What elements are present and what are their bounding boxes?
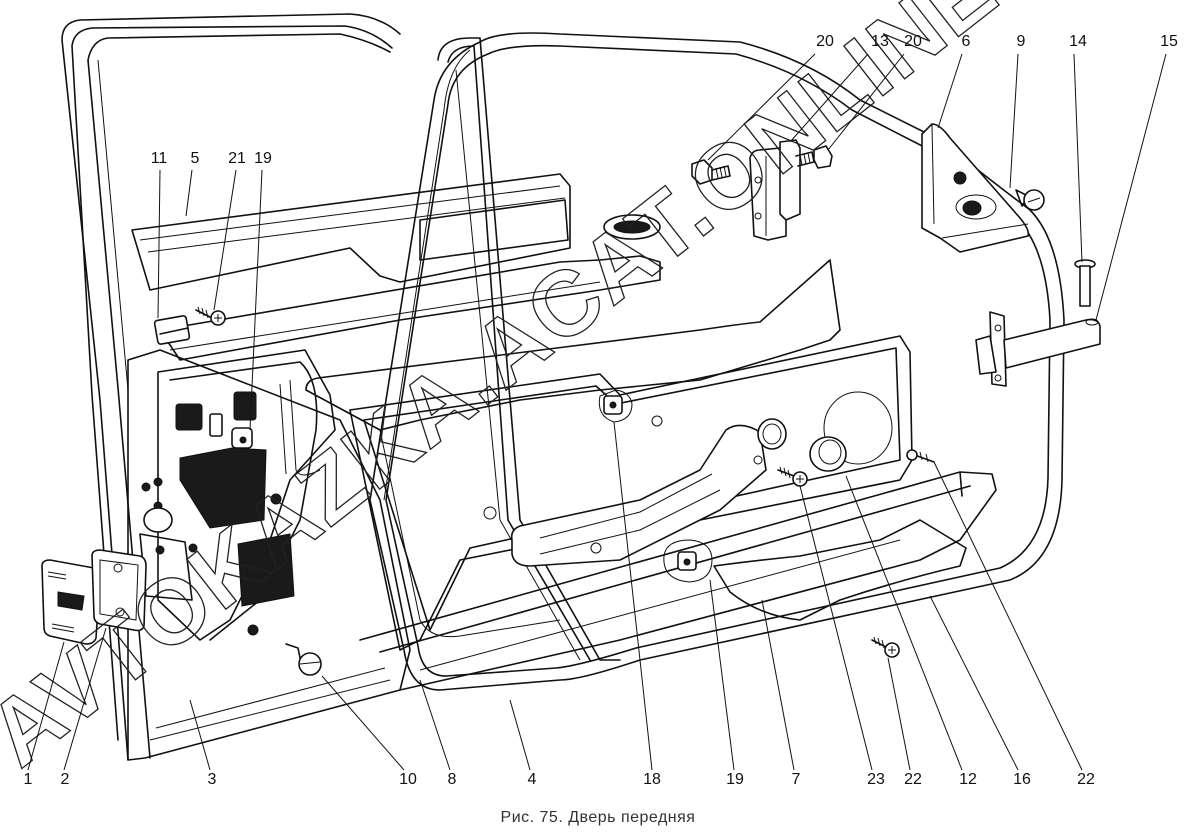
lock-button-part-10 xyxy=(285,643,322,676)
leader-line xyxy=(845,475,963,771)
callout-top-20: 20 xyxy=(816,33,834,50)
callout-bottom-19: 19 xyxy=(726,771,744,788)
leader-line xyxy=(937,53,963,129)
callout-bottom-2: 2 xyxy=(61,771,70,788)
grommet xyxy=(143,507,173,533)
window-seal-strip xyxy=(131,173,661,361)
callout-top-14: 14 xyxy=(1069,33,1087,50)
callout-bottom-22: 22 xyxy=(1077,771,1095,788)
callout-top-9: 9 xyxy=(1017,33,1026,50)
callout-bottom-22: 22 xyxy=(904,771,922,788)
reflector-gasket-part-2 xyxy=(91,549,147,632)
leader-line xyxy=(213,169,237,311)
callout-bottom-1: 1 xyxy=(24,771,33,788)
leader-line xyxy=(1073,53,1083,263)
leader-line xyxy=(789,53,869,143)
leader-line xyxy=(799,485,873,771)
leader-line xyxy=(613,421,653,771)
leader-line xyxy=(249,169,263,431)
hinge-bolt-part-20-left xyxy=(691,159,731,185)
callout-top-13: 13 xyxy=(871,33,889,50)
callout-bottom-16: 16 xyxy=(1013,771,1031,788)
leader-line xyxy=(157,169,161,319)
leader-line xyxy=(185,169,193,217)
callout-bottom-4: 4 xyxy=(528,771,537,788)
callout-top-6: 6 xyxy=(962,33,971,50)
leader-line xyxy=(189,699,211,771)
handle-bezel-part-12 xyxy=(757,391,893,472)
panel-clip-part-18 xyxy=(598,389,633,423)
door-check-strap-part-15 xyxy=(975,311,1101,387)
panel-clip-upper-19 xyxy=(231,427,253,449)
reflector-part-1 xyxy=(41,559,101,645)
inner-handle-slot xyxy=(603,214,661,240)
inner-door-handle xyxy=(510,424,767,567)
callout-top-5: 5 xyxy=(191,150,200,167)
glass-run-channel xyxy=(437,37,621,661)
callout-bottom-8: 8 xyxy=(448,771,457,788)
callout-bottom-18: 18 xyxy=(643,771,661,788)
callout-bottom-23: 23 xyxy=(867,771,885,788)
hinge-pin-part-14 xyxy=(1074,259,1096,307)
callout-top-21: 21 xyxy=(228,150,246,167)
retainer-clip-part-9 xyxy=(1015,189,1045,211)
clip-part-11 xyxy=(153,315,191,345)
door-hinge-part-13 xyxy=(749,139,801,241)
leader-line xyxy=(321,675,405,771)
screw-part-22-lower xyxy=(871,636,900,658)
callout-bottom-3: 3 xyxy=(208,771,217,788)
callout-top-20: 20 xyxy=(904,33,922,50)
leader-line xyxy=(827,53,905,151)
callout-top-15: 15 xyxy=(1160,33,1178,50)
hinge-bolt-part-20-right xyxy=(795,145,833,169)
leader-line xyxy=(1095,53,1167,321)
leader-line xyxy=(63,627,107,771)
door-frame-panel xyxy=(61,13,411,761)
leader-line xyxy=(709,579,735,771)
leader-line xyxy=(887,657,911,771)
leader-line xyxy=(419,679,451,771)
screw-part-21 xyxy=(195,306,226,326)
panel-clip-part-19-lower xyxy=(663,539,713,583)
figure-caption: Рис. 75. Дверь передняя xyxy=(501,809,696,826)
callout-top-19: 19 xyxy=(254,150,272,167)
access-holes xyxy=(141,391,295,636)
leader-line xyxy=(707,53,816,161)
leader-line xyxy=(27,641,65,771)
leader-line xyxy=(761,599,795,771)
armrest-part-16 xyxy=(359,471,997,691)
leader-line xyxy=(933,461,1083,771)
callout-bottom-12: 12 xyxy=(959,771,977,788)
callout-bottom-10: 10 xyxy=(399,771,417,788)
door-pocket-part-7 xyxy=(713,519,967,621)
door-seal-part-4 xyxy=(369,32,1065,691)
callout-bottom-7: 7 xyxy=(792,771,801,788)
leader-line xyxy=(509,699,531,771)
mirror-mount-cover-part-6 xyxy=(921,123,1030,253)
leader-line xyxy=(1009,53,1019,189)
callout-top-11: 11 xyxy=(151,150,168,167)
leader-line xyxy=(929,595,1019,771)
screw-part-22-right xyxy=(906,449,935,463)
